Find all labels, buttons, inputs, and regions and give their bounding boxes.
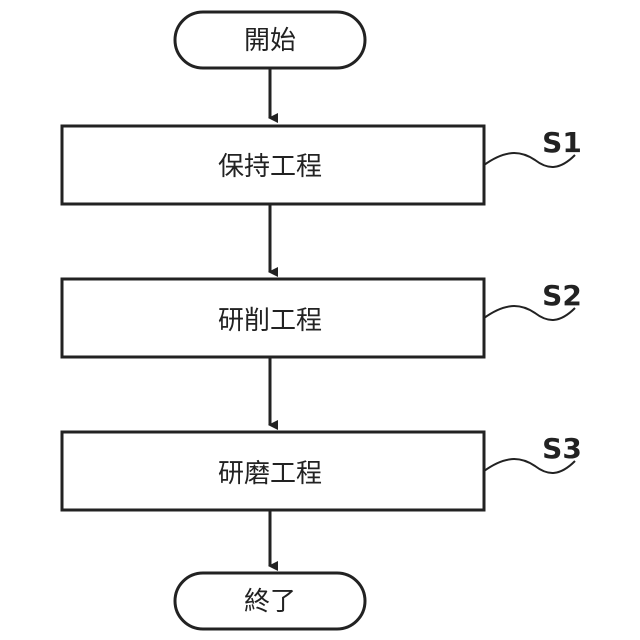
process-step-3: 研磨工程 — [62, 432, 484, 510]
start-terminal: 開始 — [175, 12, 365, 68]
step-1-id: S1 — [542, 126, 582, 159]
process-step-3-label: 研磨工程 — [218, 459, 322, 489]
step-3-id: S3 — [542, 432, 582, 465]
start-label: 開始 — [244, 26, 296, 56]
process-step-1: 保持工程 — [62, 126, 484, 204]
process-step-2-label: 研削工程 — [218, 306, 322, 336]
end-label: 終了 — [244, 587, 296, 617]
process-step-1-label: 保持工程 — [218, 152, 322, 182]
process-step-2: 研削工程 — [62, 279, 484, 357]
end-terminal: 終了 — [175, 573, 365, 629]
step-2-id: S2 — [542, 279, 582, 312]
